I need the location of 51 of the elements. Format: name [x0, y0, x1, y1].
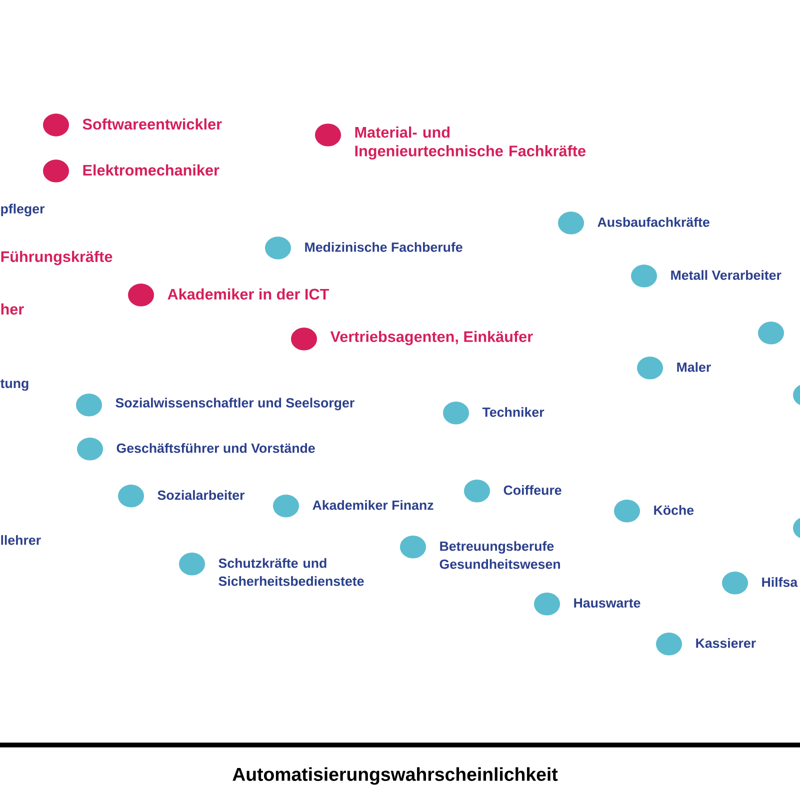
point-label: Akademiker in der ICT — [168, 288, 329, 300]
point-label: Techniker — [482, 407, 544, 417]
data-point — [443, 402, 469, 424]
point-label: Führungskräfte — [1, 250, 112, 266]
point-label: Hauswarte — [574, 598, 640, 608]
point-label: Maler — [677, 362, 711, 372]
point-label: Ausbaufachkräfte — [598, 217, 710, 227]
data-point — [631, 264, 657, 288]
data-point — [464, 480, 490, 502]
point-label: llehrer — [1, 535, 41, 545]
data-point — [118, 484, 144, 508]
point-label: pfleger — [1, 204, 45, 216]
point-label: Metall Verarbeiter — [671, 270, 782, 280]
point-label: Softwareentwickler — [82, 118, 222, 130]
data-point — [273, 494, 299, 518]
point-label: Sozialwissenschaftler und Seelsorger — [116, 398, 354, 410]
data-point — [77, 438, 103, 460]
point-label: Material- und Ingenieurtechnische Fachkräfte — [355, 126, 586, 160]
point-label: tung — [0, 379, 28, 391]
data-point — [291, 328, 317, 350]
point-label: Kassierer — [696, 638, 756, 648]
data-point — [43, 160, 69, 182]
point-label: Vertriebsagenten, Einkäufer — [330, 330, 533, 346]
point-label: Hilfsa — [762, 577, 798, 587]
data-point — [179, 552, 205, 576]
data-point — [315, 124, 341, 146]
point-label: Sozialarbeiter — [158, 490, 245, 500]
data-point — [793, 384, 800, 406]
data-point — [758, 322, 784, 344]
point-label: Medizinische Fachberufe — [305, 242, 462, 252]
point-label: Coiffeure — [504, 485, 562, 495]
point-label: Köche — [654, 505, 694, 515]
data-point — [614, 500, 640, 522]
data-point — [265, 236, 291, 260]
point-label: her — [1, 303, 24, 315]
data-point — [400, 536, 426, 558]
data-point — [43, 114, 69, 136]
point-label: Akademiker Finanz — [312, 500, 434, 510]
data-point — [534, 592, 560, 616]
point-label: Betreuungsberufe Gesundheitswesen — [440, 541, 560, 569]
data-point — [128, 284, 154, 306]
point-label: Geschäftsführer und Vorstände — [116, 443, 315, 453]
data-point — [637, 356, 663, 380]
point-label: Elektromechaniker — [83, 164, 220, 176]
point-label: Schutzkräfte und Sicherheitsbedienstete — [218, 558, 364, 586]
data-point — [722, 572, 748, 594]
axis-title: Automatisierungswahrscheinlichkeit — [232, 767, 558, 785]
data-point — [656, 632, 682, 656]
data-point — [793, 516, 800, 540]
data-point — [76, 394, 102, 416]
data-point — [558, 212, 584, 234]
